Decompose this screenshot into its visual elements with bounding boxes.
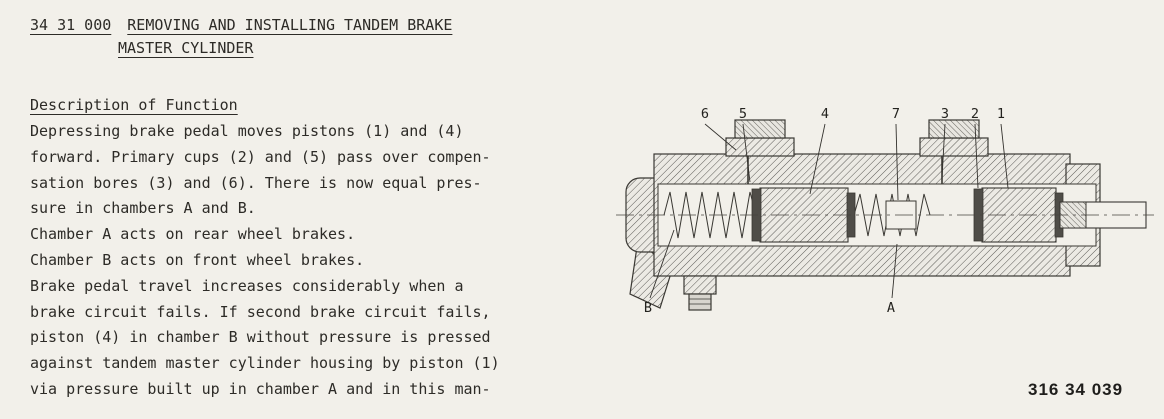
figure-container: 6 5 4 7 3 2 1 B A bbox=[598, 90, 1160, 352]
callout-1: 1 bbox=[997, 106, 1005, 122]
body-line: forward. Primary cups (2) and (5) pass o… bbox=[30, 147, 491, 166]
function-heading: Description of Function bbox=[30, 96, 238, 114]
leader-lines bbox=[649, 123, 1009, 299]
body-line: sure in chambers A and B. bbox=[30, 199, 256, 218]
body-line: via pressure built up in chamber A and i… bbox=[30, 379, 491, 398]
callout-2: 2 bbox=[971, 106, 979, 122]
callout-A: A bbox=[887, 300, 895, 316]
body-line: Depressing brake pedal moves pistons (1)… bbox=[30, 122, 464, 140]
function-heading-row: Description of Function bbox=[30, 93, 570, 117]
callout-6: 6 bbox=[701, 106, 709, 122]
section-title-line1: 34 31 000 REMOVING AND INSTALLING TANDEM … bbox=[30, 14, 570, 37]
callout-5: 5 bbox=[739, 106, 747, 122]
body-line: piston (4) in chamber B without pressure… bbox=[30, 328, 491, 347]
body-line: Chamber A acts on rear wheel brakes. bbox=[30, 225, 356, 244]
primary-piston bbox=[973, 187, 1064, 243]
body-line: Chamber B acts on front wheel brakes. bbox=[30, 250, 365, 269]
pushrod bbox=[1059, 201, 1147, 229]
section-number: 34 31 000 bbox=[30, 16, 112, 34]
figure-number: 316 34 039 bbox=[1028, 380, 1124, 399]
callout-B: B bbox=[644, 300, 652, 316]
callout-7: 7 bbox=[892, 106, 900, 122]
section-title-line2: MASTER CYLINDER bbox=[118, 39, 254, 57]
body-line: against tandem master cylinder housing b… bbox=[30, 354, 500, 373]
return-springs bbox=[663, 191, 931, 239]
callout-3: 3 bbox=[941, 106, 949, 122]
callout-labels: 6 5 4 7 3 2 1 B A bbox=[644, 106, 1005, 316]
text-column: 34 31 000 REMOVING AND INSTALLING TANDEM … bbox=[30, 14, 570, 403]
section-title-text: REMOVING AND INSTALLING TANDEM BRAKE bbox=[127, 16, 453, 34]
body-line: brake circuit fails. If second brake cir… bbox=[30, 302, 491, 321]
body-line: Brake pedal travel increases considerabl… bbox=[30, 276, 464, 295]
callout-4: 4 bbox=[821, 106, 829, 122]
body-text: Depressing brake pedal moves pistons (1)… bbox=[30, 119, 570, 403]
body-line: sation bores (3) and (6). There is now e… bbox=[30, 173, 482, 192]
master-cylinder-figure: 6 5 4 7 3 2 1 B A bbox=[616, 106, 1154, 316]
